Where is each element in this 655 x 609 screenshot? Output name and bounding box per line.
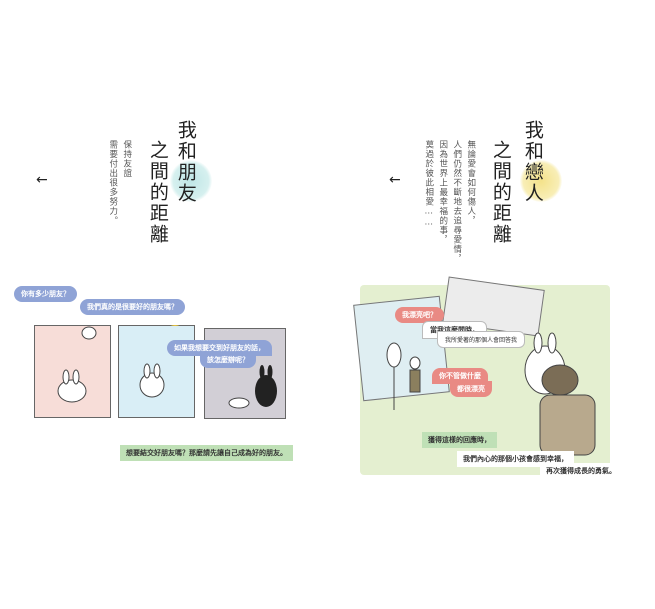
person-figure: [409, 356, 421, 370]
right-sub-line3: 因為世界上最幸福的事，: [437, 140, 448, 245]
rabbit-figure: [386, 342, 402, 368]
hugging-person: [541, 364, 579, 396]
left-bubble-friends-count: 你有多少朋友？: [14, 286, 77, 302]
right-caption-1: 獲得這樣的回應時，: [422, 432, 497, 448]
left-sub-line1: 保持友誼: [121, 140, 132, 178]
left-caption: 想要結交好朋友嗎？那麼請先讓自己成為好的朋友。: [120, 445, 293, 461]
right-title-decoration: [520, 160, 562, 202]
right-bubble-answer-line1: 你不管做什麼: [432, 368, 488, 384]
left-sub-line2: 需要付出很多努力。: [107, 140, 118, 226]
rabbit-sky-panel: [139, 372, 165, 398]
left-title-decoration: [170, 160, 212, 202]
comic-panel-pink: [34, 325, 111, 418]
left-title-line1: 我和朋友: [174, 120, 197, 204]
right-arrow-icon: ←: [389, 172, 401, 188]
right-title-line2: 之間的距離: [489, 140, 512, 245]
left-title-line2: 之間的距離: [146, 140, 169, 245]
right-bubble-ask-line2: 我所愛著的那個人會回答我: [437, 331, 526, 348]
right-sub-line4: 莫過於彼此相愛……: [423, 140, 434, 229]
right-caption-3: 再次獲得成長的勇氣。: [540, 463, 622, 479]
left-bubble-how-line2: 該怎麼辦呢？: [200, 352, 256, 368]
right-sub-line2: 人們仍然不斷地去追尋愛情，: [451, 140, 462, 264]
rabbit-peek: [81, 326, 97, 340]
left-bubble-good-friends: 我們真的是很要好的朋友嗎？: [80, 299, 185, 315]
right-sub-line1: 無論愛會如何傷人，: [465, 140, 476, 226]
black-rabbit: [255, 375, 277, 407]
right-bubble-answer-line2: 都很漂亮: [450, 381, 492, 397]
yellow-bird: [170, 325, 180, 326]
right-bubble-pretty: 我漂亮吧？: [395, 307, 444, 323]
rabbit-pink-panel: [57, 379, 87, 403]
rabbit-gray-panel: [228, 397, 250, 409]
left-comic-figures: [57, 325, 277, 409]
right-title-line1: 我和戀人: [521, 120, 544, 204]
right-comic-figures: [386, 332, 596, 456]
left-arrow-icon: ←: [36, 172, 48, 188]
